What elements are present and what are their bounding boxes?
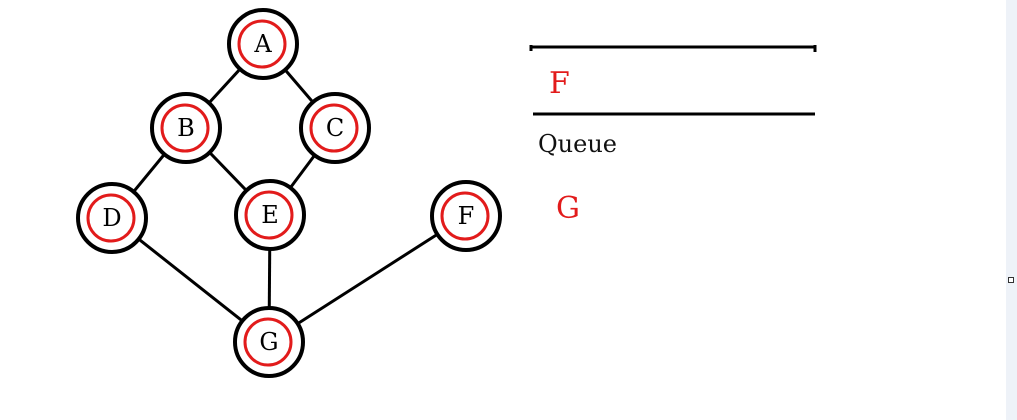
node-f: F [430, 180, 502, 252]
node-visited-mark [244, 190, 294, 240]
queue-box: F [529, 45, 817, 116]
node-label: G [259, 328, 278, 356]
node-visited-mark [440, 191, 490, 241]
scrollbar-track[interactable] [1006, 0, 1017, 420]
node-e: E [234, 179, 306, 251]
node-label: D [102, 204, 121, 232]
node-d: D [76, 182, 148, 254]
node-visited-mark [309, 103, 359, 153]
node-visited-mark [160, 103, 210, 153]
node-b: B [150, 92, 222, 164]
graph-nodes: A B C D E F G [76, 8, 502, 378]
queue-next-item: G [556, 191, 580, 226]
node-visited-mark [243, 317, 293, 367]
node-g: G [233, 306, 305, 378]
edge-f-g [268, 214, 467, 344]
node-label: E [261, 201, 279, 229]
node-visited-mark [237, 19, 287, 69]
node-visited-mark [86, 193, 136, 243]
node-label: B [177, 114, 195, 142]
queue-item-0: F [549, 66, 570, 101]
node-a: A [227, 8, 299, 80]
node-label: F [458, 202, 475, 230]
queue-label: Queue [538, 130, 617, 158]
node-label: C [326, 114, 344, 142]
node-c: C [299, 92, 371, 164]
node-label: A [253, 30, 272, 58]
scrollbar-handle[interactable] [1008, 277, 1014, 283]
